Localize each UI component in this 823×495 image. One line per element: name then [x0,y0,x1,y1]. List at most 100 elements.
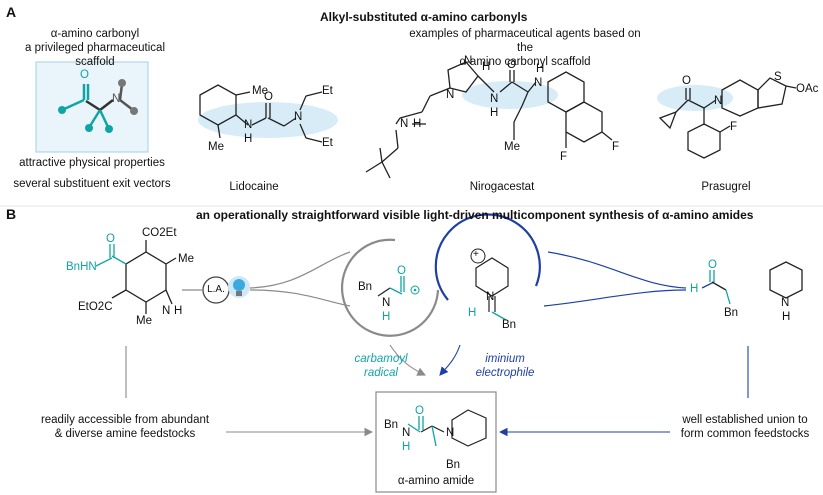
substituent-dot [58,106,66,114]
prasugrel-s-label: S [774,71,782,83]
scaffold-box [35,61,149,153]
nirogacestat-n-chain: N [400,118,409,130]
panel-a-title: Alkyl-substituted α-amino carbonyls [320,10,528,24]
radical-n: N [382,297,391,309]
substituent-dot [130,107,138,115]
hantzsch-bnhn-text: BnHN [66,261,97,273]
product-n-ring: N [446,427,455,439]
panel-a-letter: A [6,4,17,20]
iminium-bn: Bn [502,319,517,331]
hantzsch-ester-structure [95,240,177,314]
scaffold-nitrogen-label: N [112,93,121,105]
right-note-line1: well established union to [682,414,808,426]
product-o: O [415,405,424,417]
radical-o: O [397,265,406,277]
prasugrel-structure [657,77,797,159]
scaffold-oxygen-label: O [80,69,89,81]
left-funnel-curves [249,251,351,307]
substituent-dot [85,124,93,132]
nirogacestat-me: Me [504,141,520,153]
hantzsch-co2et: CO2Et [142,227,177,239]
prasugrel-f-label: F [730,121,738,133]
product-box [375,391,497,493]
radical-bn: Bn [358,281,373,293]
hantzsch-bnhn: BnHN [66,260,97,274]
lidocaine-h-label: H [244,133,253,145]
examples-caption-line2: α-amino carbonyl scaffold [459,56,591,68]
aldehyde-amine-structure [701,261,803,305]
iminium-caption: iminium electrophile [460,352,550,380]
carbamoyl-caption: carbamoyl radical [336,352,426,380]
nirogacestat-h-amide: H [490,107,499,119]
iminium-caption-line2: electrophile [475,367,535,379]
nirogacestat-f1: F [560,151,568,163]
panel-b-title: an operationally straightforward visible… [196,208,754,222]
hantzsch-eto2c: EtO2C [78,301,113,313]
examples-caption: examples of pharmaceutical agents based … [400,27,650,69]
iminium-electrophile-circle [434,213,541,321]
scaffold-caption-line2: a privileged pharmaceutical scaffold [25,42,165,68]
amine-n: N [781,297,790,309]
nirogacestat-h-ring: H [482,61,491,73]
left-note-line2: & diverse amine feedstocks [54,428,196,440]
lidocaine-structure [198,84,338,143]
examples-caption-line1: examples of pharmaceutical agents based … [409,28,641,54]
carbamoyl-radical-circle [340,238,440,337]
product-label: α-amino amide [397,475,475,487]
drug-name-prasugrel: Prasugrel [701,181,751,193]
iminium-h: H [468,307,477,319]
nirogacestat-structure [365,61,613,179]
nirogacestat-f2: F [612,141,620,153]
property-1: attractive physical properties [19,157,165,169]
connector-lines [125,346,749,437]
aldehyde-bn: Bn [724,307,739,319]
scaffold-caption: α-amino carbonyl a privileged pharmaceut… [10,27,180,69]
right-note: well established union to form common fe… [670,413,820,441]
nirogacestat-n-ring2: N [446,89,455,101]
product-bn-left: Bn [384,419,399,431]
lidocaine-et-top: Et [322,85,333,97]
left-note-line1: readily accessible from abundant [40,414,210,426]
nirogacestat-n-ring1: N [464,55,473,67]
hantzsch-h: H [174,305,183,317]
lidocaine-o-label: O [264,91,273,103]
lidocaine-et-bottom: Et [322,137,333,149]
nirogacestat-h-chain: H [413,118,422,130]
lidocaine-me-top: Me [252,85,268,97]
lewis-acid-label: L.A. [207,284,225,295]
nirogacestat-o-label: O [507,59,516,71]
nirogacestat-n-amine: N [534,77,543,89]
aldehyde-o: O [708,259,717,271]
light-bulb-icon [228,276,250,298]
carbamoyl-caption-line2: radical [364,367,398,379]
lidocaine-me-bottom: Me [208,141,224,153]
prasugrel-n-label: N [714,95,723,107]
nirogacestat-n-amide: N [490,93,499,105]
drug-name-nirogacestat: Nirogacestat [469,181,535,193]
substituent-dot [105,125,113,133]
carbamoyl-caption-line1: carbamoyl [354,353,408,365]
aldehyde-h: H [690,283,699,295]
property-2: several substituent exit vectors [13,178,171,190]
panel-b-letter: B [6,206,17,222]
product-n-amide: N [402,427,411,439]
hantzsch-me-top: Me [178,253,194,265]
right-funnel-curves [543,251,687,307]
product-bn-bottom: Bn [446,459,461,471]
hantzsch-o: O [106,233,115,245]
right-note-line2: form common feedstocks [680,428,810,440]
prasugrel-o-label: O [682,75,691,87]
hantzsch-me-bottom: Me [136,315,152,327]
drug-name-lidocaine: Lidocaine [229,181,279,193]
product-h: H [402,441,411,453]
amine-h: H [782,311,791,323]
iminium-caption-line1: iminium [485,353,525,365]
prasugrel-oac-label: OAc [796,83,819,95]
substituent-dot [118,79,126,87]
convergence-arrows [389,344,461,376]
iminium-plus: + [473,249,479,260]
radical-h: H [382,311,391,323]
hantzsch-n: N [162,305,171,317]
nirogacestat-h-amine: H [536,63,545,75]
